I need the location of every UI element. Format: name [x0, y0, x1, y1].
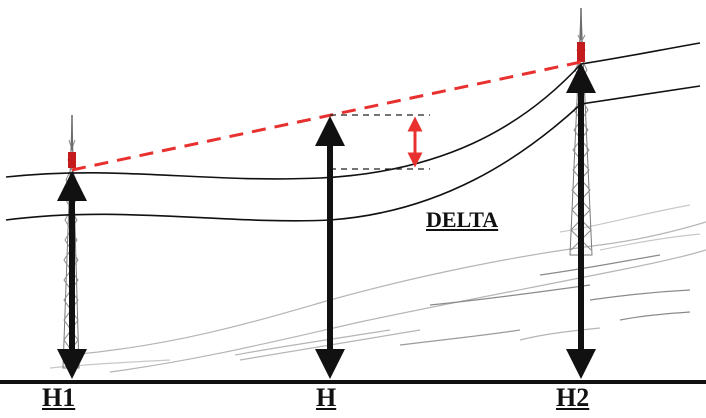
delta-reference-lines [330, 114, 430, 170]
label-h2: H2 [556, 383, 590, 412]
power-cables [5, 42, 701, 222]
label-h1: H1 [42, 383, 76, 412]
sight-line [71, 60, 582, 172]
terrain-sketch [49, 204, 706, 373]
label-delta: DELTA [426, 207, 499, 232]
label-h: H [316, 383, 337, 412]
